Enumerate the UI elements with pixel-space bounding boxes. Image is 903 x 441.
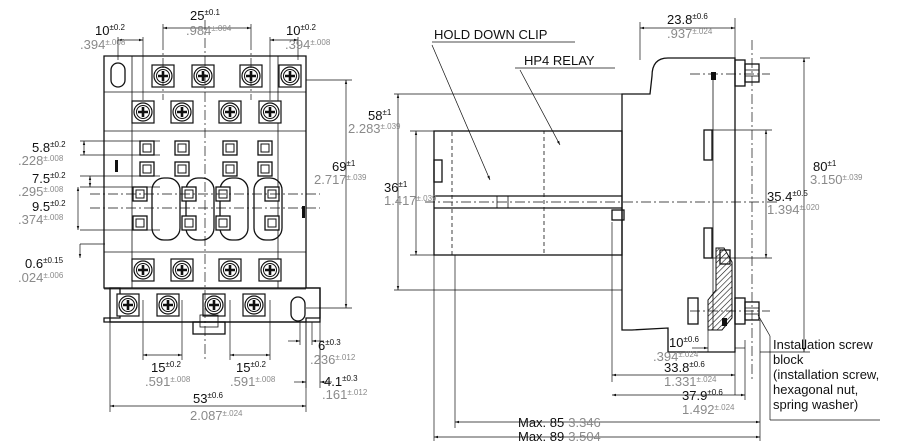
dim-10-right-mm: 10±0.2: [286, 23, 317, 38]
dim-36-inch: 1.417±.039: [384, 193, 437, 208]
hp4-relay-label: HP4 RELAY: [524, 53, 595, 68]
dim-58-mm: 58±1: [368, 108, 392, 123]
dim-5-8-inch: .228±.008: [18, 153, 64, 168]
dim-4-1-inch: .161±.012: [322, 387, 368, 402]
dim-10-side-inch: .394±.024: [653, 349, 699, 364]
dim-6-inch: .236±.012: [310, 352, 356, 367]
front-view-socket: [90, 20, 321, 360]
dim-10-right-inch: .394±.008: [285, 37, 331, 52]
dim-10-side-mm: 10±0.6: [669, 335, 700, 350]
dim-0-6-inch: .024±.006: [18, 270, 64, 285]
dim-6-mm: 6±0.3: [318, 338, 341, 353]
hold-down-clip-label: HOLD DOWN CLIP: [434, 27, 547, 42]
dim-15-right-mm: 15±0.2: [236, 360, 267, 375]
pin-sockets: [132, 140, 280, 231]
dim-15-right-inch: .591±.008: [230, 374, 276, 389]
dim-15-left-mm: 15±0.2: [151, 360, 182, 375]
top-screw-row-2: [131, 100, 282, 124]
dim-15-left-inch: .591±.008: [145, 374, 191, 389]
dim-37-9-inch: 1.492±.024: [682, 402, 735, 417]
side-view: [425, 40, 780, 380]
top-screw-row-1: [151, 64, 302, 88]
bottom-screw-row-1: [131, 258, 282, 282]
dim-53-inch: 2.087±.024: [190, 408, 243, 423]
dim-10-left-inch: .394±.008: [80, 37, 126, 52]
dim-36-mm: 36±1: [384, 180, 408, 195]
dim-25-mm: 25±0.1: [190, 8, 221, 23]
dim-4-1-mm: 4.1±0.3: [324, 374, 358, 389]
dim-58-inch: 2.283±.039: [348, 121, 401, 136]
dim-10-left-mm: 10±0.2: [95, 23, 126, 38]
dim-53-mm: 53±0.6: [193, 391, 224, 406]
dim-33-8-mm: 33.8±0.6: [664, 360, 705, 375]
dim-23-8-inch: .937±.024: [667, 26, 713, 41]
side-view-labels: HOLD DOWN CLIP HP4 RELAY 23.8±0.6 .937±.…: [348, 12, 883, 441]
side-view-dimension-lines: [394, 18, 880, 441]
dim-80-inch: 3.150±.039: [810, 172, 863, 187]
dim-5-8-mm: 5.8±0.2: [32, 140, 66, 155]
bottom-screw-row-2: [116, 293, 266, 317]
dim-80-mm: 80±1: [813, 159, 837, 174]
dim-37-9-mm: 37.9±0.6: [682, 388, 723, 403]
dim-7-5-inch: .295±.008: [18, 184, 64, 199]
dim-25-inch: .984±.004: [186, 23, 232, 38]
dim-0-6-mm: 0.6±0.15: [25, 256, 64, 271]
front-view-labels: 10±0.2 .394±.008 25±0.1 .984±.004 10±0.2…: [18, 8, 368, 423]
dim-9-5-inch: .374±.008: [18, 212, 64, 227]
dim-33-8-inch: 1.331±.024: [664, 374, 717, 389]
front-view-dimension-lines: [76, 24, 352, 412]
installation-note: Installation screw block (installation s…: [773, 337, 883, 412]
dim-35-4-mm: 35.4±0.5: [767, 189, 808, 204]
dim-69-mm: 69±1: [332, 159, 356, 174]
dim-23-8-mm: 23.8±0.6: [667, 12, 708, 27]
dim-9-5-mm: 9.5±0.2: [32, 199, 66, 214]
dim-35-4-inch: 1.394±.020: [767, 202, 820, 217]
dim-69-inch: 2.717±.039: [314, 172, 367, 187]
dim-7-5-mm: 7.5±0.2: [32, 171, 66, 186]
